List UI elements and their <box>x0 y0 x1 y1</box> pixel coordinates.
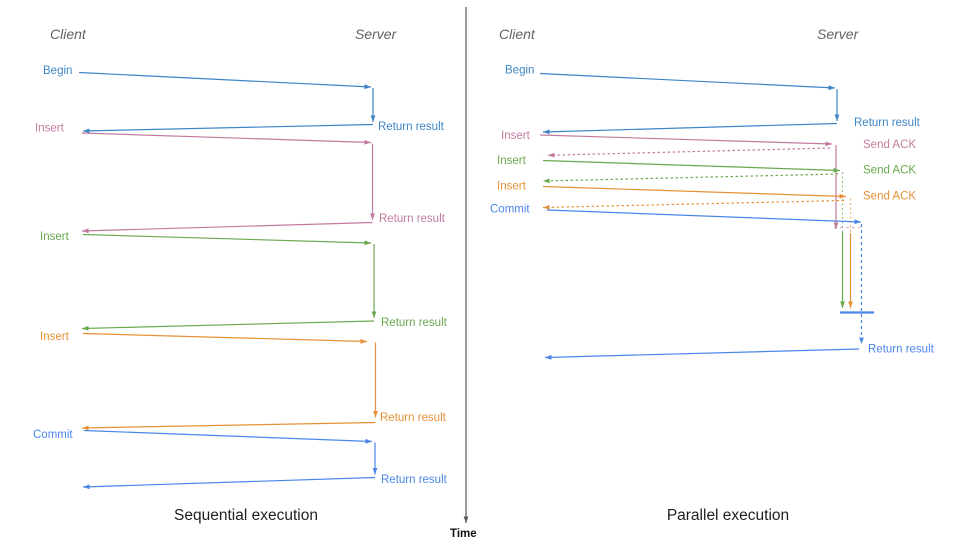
insert1-return-arrowhead-icon <box>82 228 89 234</box>
begin-return <box>82 123 374 132</box>
commit-return-label: Return result <box>381 474 448 486</box>
insert2-send-arrowhead-icon <box>833 167 840 173</box>
begin-exec-arrowhead-icon <box>370 115 376 122</box>
begin-label: Begin <box>505 65 534 77</box>
begin-return-arrowhead-icon <box>83 128 90 134</box>
commit-send-arrowhead-icon <box>365 438 372 444</box>
insert3-exec-arrowhead-icon <box>848 301 853 308</box>
ack1-return-arrowhead-icon <box>548 152 555 158</box>
insert3-send-arrowhead-icon <box>360 338 367 344</box>
insert1-exec-arrowhead-icon <box>370 213 375 220</box>
insert1-return <box>81 221 373 232</box>
insert2-return-label: Return result <box>381 317 448 329</box>
panel-caption: Parallel execution <box>667 507 789 524</box>
insert2-label: Insert <box>497 155 527 167</box>
insert3-label: Insert <box>40 331 70 343</box>
insert3-send <box>542 185 847 198</box>
ack1-label: Send ACK <box>863 139 916 151</box>
insert1-send-arrowhead-icon <box>825 141 832 147</box>
insert3-exec-arrowhead-icon <box>373 411 378 418</box>
insert1-label: Insert <box>35 123 65 135</box>
insert2-exec-arrowhead-icon <box>371 311 377 318</box>
commit-finish-arrowhead-icon <box>859 337 864 344</box>
begin-return-arrowhead-icon <box>543 129 550 135</box>
insert2-return-arrowhead-icon <box>82 325 89 331</box>
insert3-return-label: Return result <box>380 412 447 424</box>
ack2-return-arrowhead-icon <box>543 178 550 184</box>
begin-return-label: Return result <box>378 121 445 133</box>
time-axis: Time <box>450 7 477 540</box>
commit-return-arrowhead-icon <box>545 354 552 360</box>
panel-caption: Sequential execution <box>174 507 318 524</box>
insert2-return <box>81 320 375 330</box>
commit-return <box>544 348 860 359</box>
time-axis-label: Time <box>450 528 477 540</box>
insert3-send-arrowhead-icon <box>839 193 846 199</box>
time-axis-line-arrowhead-icon <box>463 516 469 523</box>
insert2-exec-arrowhead-icon <box>840 301 845 308</box>
insert3-send <box>82 332 368 343</box>
ack3-label: Send ACK <box>863 191 916 203</box>
begin-return-label: Return result <box>854 117 921 129</box>
ack3-return <box>542 199 845 209</box>
insert3-return-arrowhead-icon <box>82 425 89 431</box>
commit-return-label: Return result <box>868 344 935 356</box>
insert2-send <box>542 159 841 172</box>
commit-return <box>82 476 376 488</box>
insert2-send <box>82 233 372 244</box>
ack2-label: Send ACK <box>863 165 916 177</box>
commit-label: Commit <box>33 429 73 441</box>
server-header: Server <box>355 26 398 42</box>
begin-send <box>78 71 372 88</box>
begin-send-arrowhead-icon <box>364 84 371 90</box>
commit-exec-arrowhead-icon <box>372 468 378 475</box>
commit-send-arrowhead-icon <box>854 219 861 225</box>
ack1-return <box>547 147 831 156</box>
insert1-exec-arrowhead-icon <box>833 222 839 229</box>
insert1-send <box>539 134 833 145</box>
commit-label: Commit <box>490 204 530 216</box>
server-header: Server <box>817 26 860 42</box>
insert1-send-arrowhead-icon <box>364 139 371 145</box>
insert2-label: Insert <box>40 231 70 243</box>
commit-send <box>83 429 373 443</box>
client-header: Client <box>499 26 536 42</box>
insert3-return <box>81 421 376 429</box>
ack3-return-arrowhead-icon <box>543 204 550 210</box>
insert2-send-arrowhead-icon <box>364 240 371 246</box>
commit-return-arrowhead-icon <box>83 484 90 490</box>
insert1-send <box>81 132 372 144</box>
ack2-return <box>542 173 839 182</box>
client-header: Client <box>50 26 87 42</box>
begin-send <box>539 72 836 89</box>
begin-exec-arrowhead-icon <box>834 114 840 121</box>
insert3-label: Insert <box>497 181 527 193</box>
insert1-label: Insert <box>501 130 531 142</box>
begin-label: Begin <box>43 65 72 77</box>
insert1-return-label: Return result <box>379 213 446 225</box>
begin-send-arrowhead-icon <box>828 85 835 91</box>
begin-return <box>542 122 838 133</box>
commit-send <box>546 209 862 223</box>
